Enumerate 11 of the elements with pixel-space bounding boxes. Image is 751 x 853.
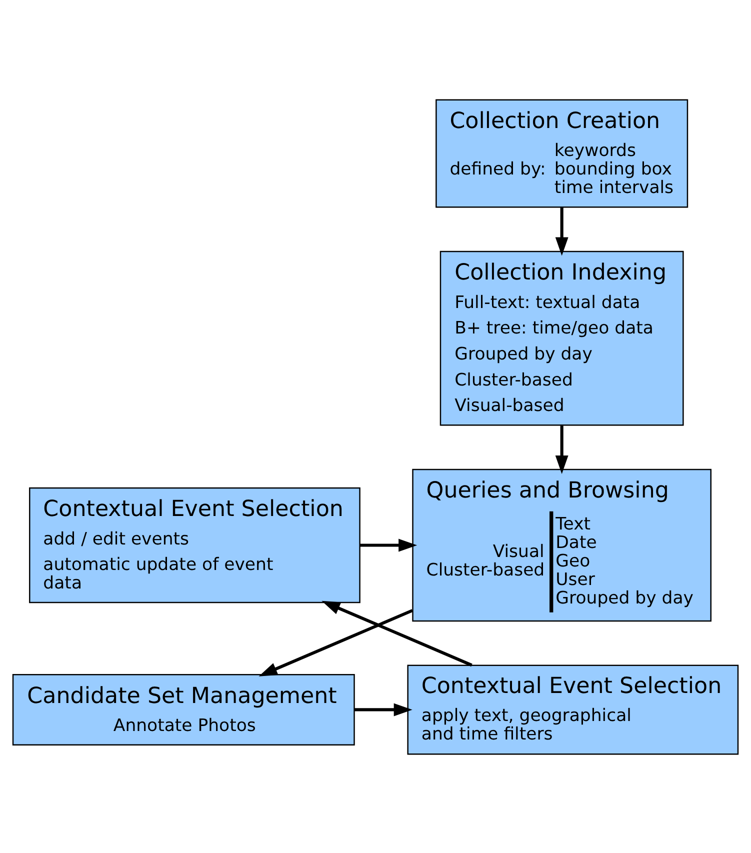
arrow <box>322 600 472 666</box>
arrow <box>360 538 418 552</box>
arrow <box>555 206 568 256</box>
node-box: Collection Creation defined by: keywords bounding box time intervals <box>436 98 688 208</box>
node-box: Collection Indexing Full-text: textual data B+ tree: time/geo data Grouped by day Cluster-based Visual-based <box>440 250 684 426</box>
node-box: Contextual Event Selection add / edit events automatic update of event data <box>29 486 360 603</box>
arrow <box>354 702 412 716</box>
node-box: Contextual Event Selection apply text, geographical and time filters <box>407 664 739 754</box>
arrow <box>258 608 413 676</box>
node-box: Candidate Set Management Annotate Photos <box>12 674 355 745</box>
arrow <box>555 425 568 474</box>
